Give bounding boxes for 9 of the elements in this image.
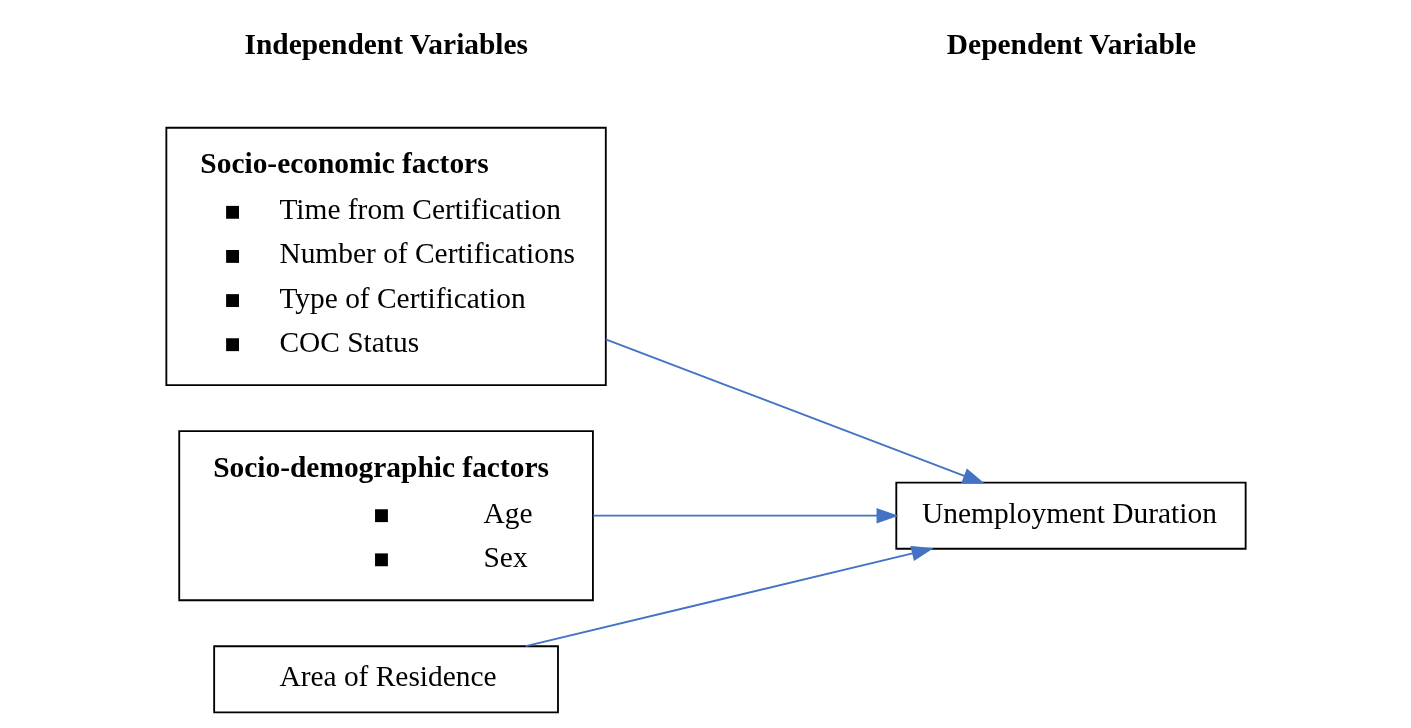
node-box: Socio-economic factors Time from Certification Number of Certifications Type of Certification COC Status [164, 126, 607, 387]
arrow [604, 338, 985, 484]
label: Independent Variables [244, 27, 528, 60]
node-box: Socio-demographic factors Age Sex [177, 430, 594, 602]
arrow [524, 545, 934, 648]
arrow [591, 507, 899, 524]
label: Dependent Variable [946, 27, 1196, 60]
node-box: Unemployment Duration [894, 481, 1247, 550]
node-box: Area of Residence [212, 645, 559, 714]
